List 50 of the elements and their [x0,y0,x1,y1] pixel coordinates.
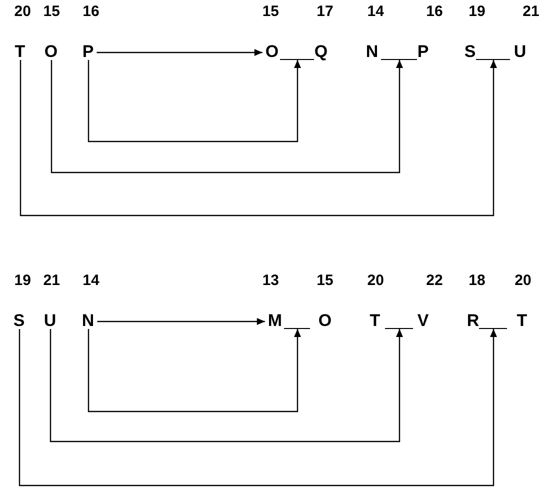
letter: T [370,312,380,329]
number-label: 19 [468,4,486,19]
letter: Q [314,43,328,60]
fill-in-line [381,59,417,60]
number-label: 20 [367,273,384,288]
letter: T [516,312,528,329]
letter: M [268,312,282,329]
fill-in-line [476,59,510,60]
letter: U [44,312,56,329]
letter: O [265,43,279,60]
arrow [96,49,262,56]
letter: N [366,43,378,60]
number-label: 21 [522,4,540,19]
arrow [97,318,265,325]
fill-in-line [284,328,310,329]
number-label: 16 [82,4,100,19]
arrow [88,329,301,412]
number-label: 14 [367,4,384,19]
letter: N [82,312,94,329]
number-label: 15 [262,4,280,19]
fill-in-line [385,328,413,329]
letter: R [466,312,480,329]
number-label: 20 [514,273,532,288]
arrow [20,60,497,216]
number-label: 21 [43,273,60,288]
letter: P [82,43,94,60]
letter: V [417,312,429,329]
number-label: 22 [426,273,443,288]
number-label: 17 [316,4,334,19]
arrow [50,60,403,174]
number-label: 15 [316,273,334,288]
number-label: 15 [43,4,60,19]
letter: S [13,312,25,329]
number-label: 14 [82,273,100,288]
letter: T [14,43,26,60]
letter: O [318,312,332,329]
fill-in-line [479,328,507,329]
arrow [50,329,403,442]
number-label: 18 [468,273,486,288]
fill-in-line [280,59,314,60]
number-label: 16 [426,4,443,19]
letter: O [44,43,58,60]
arrow [88,60,301,142]
number-label: 19 [14,273,31,288]
letter: U [514,43,526,60]
number-label: 13 [262,273,280,288]
number-label: 20 [14,4,31,19]
letter: P [417,43,429,60]
letter: S [464,43,476,60]
arrow [18,329,497,486]
